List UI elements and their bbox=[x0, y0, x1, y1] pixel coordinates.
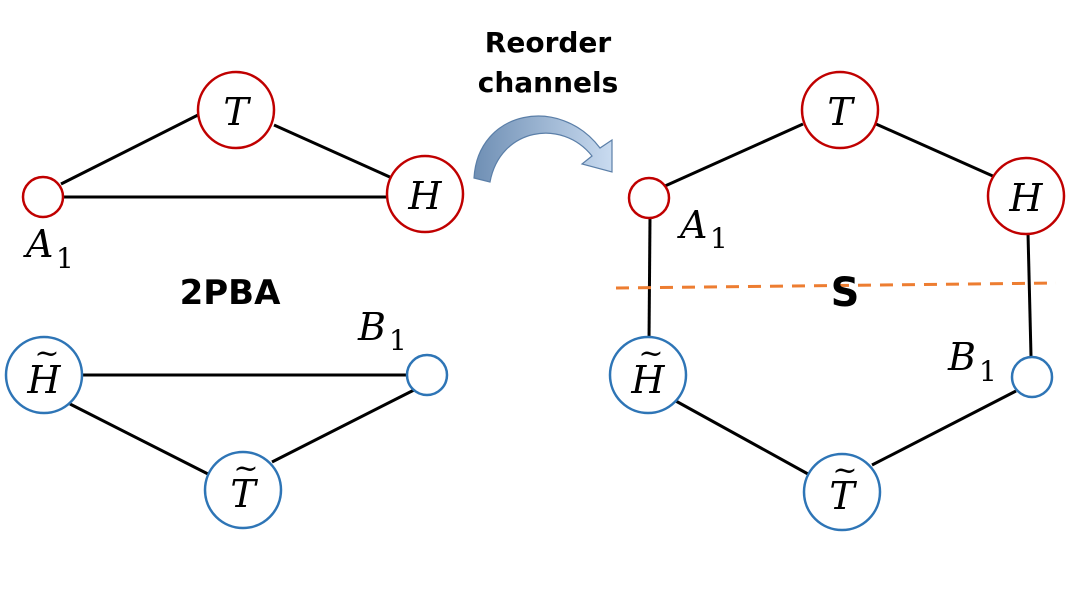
node-h-tilde-accent: ~ bbox=[34, 336, 59, 371]
node-h bbox=[385, 154, 465, 234]
arrow-label-line2: channels bbox=[478, 66, 619, 99]
label-b1-subscript: 1 bbox=[389, 324, 407, 357]
edge-r-A1-T bbox=[664, 122, 804, 188]
right-node-t bbox=[800, 70, 880, 150]
arrow-label-line1: Reorder bbox=[485, 26, 612, 59]
edge-r-H-B1 bbox=[1026, 232, 1033, 357]
right-node-t-tilde-accent: ~ bbox=[832, 453, 857, 488]
left-graph: T H ~ H ~ T A 1 B 1 2PBA bbox=[4, 70, 465, 530]
right-node-h bbox=[986, 156, 1066, 236]
node-h-tilde-letter: H bbox=[26, 358, 61, 402]
right-label-b1-subscript: 1 bbox=[979, 355, 997, 388]
right-graph: T H ~ H ~ T A 1 B 1 S bbox=[608, 70, 1066, 532]
right-label-a1-letter: A bbox=[677, 203, 707, 247]
node-a1 bbox=[21, 175, 65, 219]
node-h-letter: H bbox=[407, 174, 442, 218]
node-t-tilde-letter: T bbox=[230, 472, 258, 516]
edge-A1-T bbox=[60, 112, 201, 186]
node-t-tilde-accent: ~ bbox=[233, 451, 258, 486]
right-node-h-tilde bbox=[608, 335, 688, 415]
edge-r-T-H bbox=[875, 122, 996, 179]
label-b1-letter: B bbox=[357, 305, 386, 349]
node-t bbox=[196, 70, 276, 150]
right-node-a1 bbox=[627, 176, 671, 220]
right-node-h-tilde-letter: H bbox=[630, 358, 665, 402]
right-node-t-tilde bbox=[802, 452, 882, 532]
right-node-t-tilde-letter: T bbox=[829, 474, 857, 518]
node-h-tilde bbox=[4, 335, 84, 415]
edge-Ht-Tt bbox=[69, 402, 211, 477]
node-t-tilde bbox=[203, 450, 283, 530]
node-t-letter: T bbox=[223, 90, 251, 134]
node-b1 bbox=[405, 353, 449, 397]
edge-T-H bbox=[273, 123, 393, 180]
label-a1-letter: A bbox=[23, 222, 53, 266]
right-node-h-letter: H bbox=[1008, 176, 1043, 220]
right-node-b1 bbox=[1010, 355, 1054, 399]
curved-arrow-icon bbox=[473, 115, 613, 183]
right-node-t-letter: T bbox=[827, 90, 855, 134]
edge-Tt-B1 bbox=[271, 388, 415, 464]
graph-label-2pba: 2PBA bbox=[180, 273, 281, 313]
right-label-b1-letter: B bbox=[947, 335, 976, 379]
edge-r-B1-Tt bbox=[871, 389, 1017, 467]
edge-r-Ht-A1 bbox=[647, 216, 652, 343]
right-label-a1-subscript: 1 bbox=[710, 222, 728, 255]
graph-label-s: S bbox=[831, 270, 860, 316]
right-node-h-tilde-accent: ~ bbox=[638, 336, 663, 371]
label-a1-subscript: 1 bbox=[56, 242, 74, 275]
reorder-arrow: Reorder channels bbox=[473, 26, 619, 183]
edge-r-Tt-Ht bbox=[673, 398, 809, 476]
cut-line bbox=[615, 281, 1057, 290]
